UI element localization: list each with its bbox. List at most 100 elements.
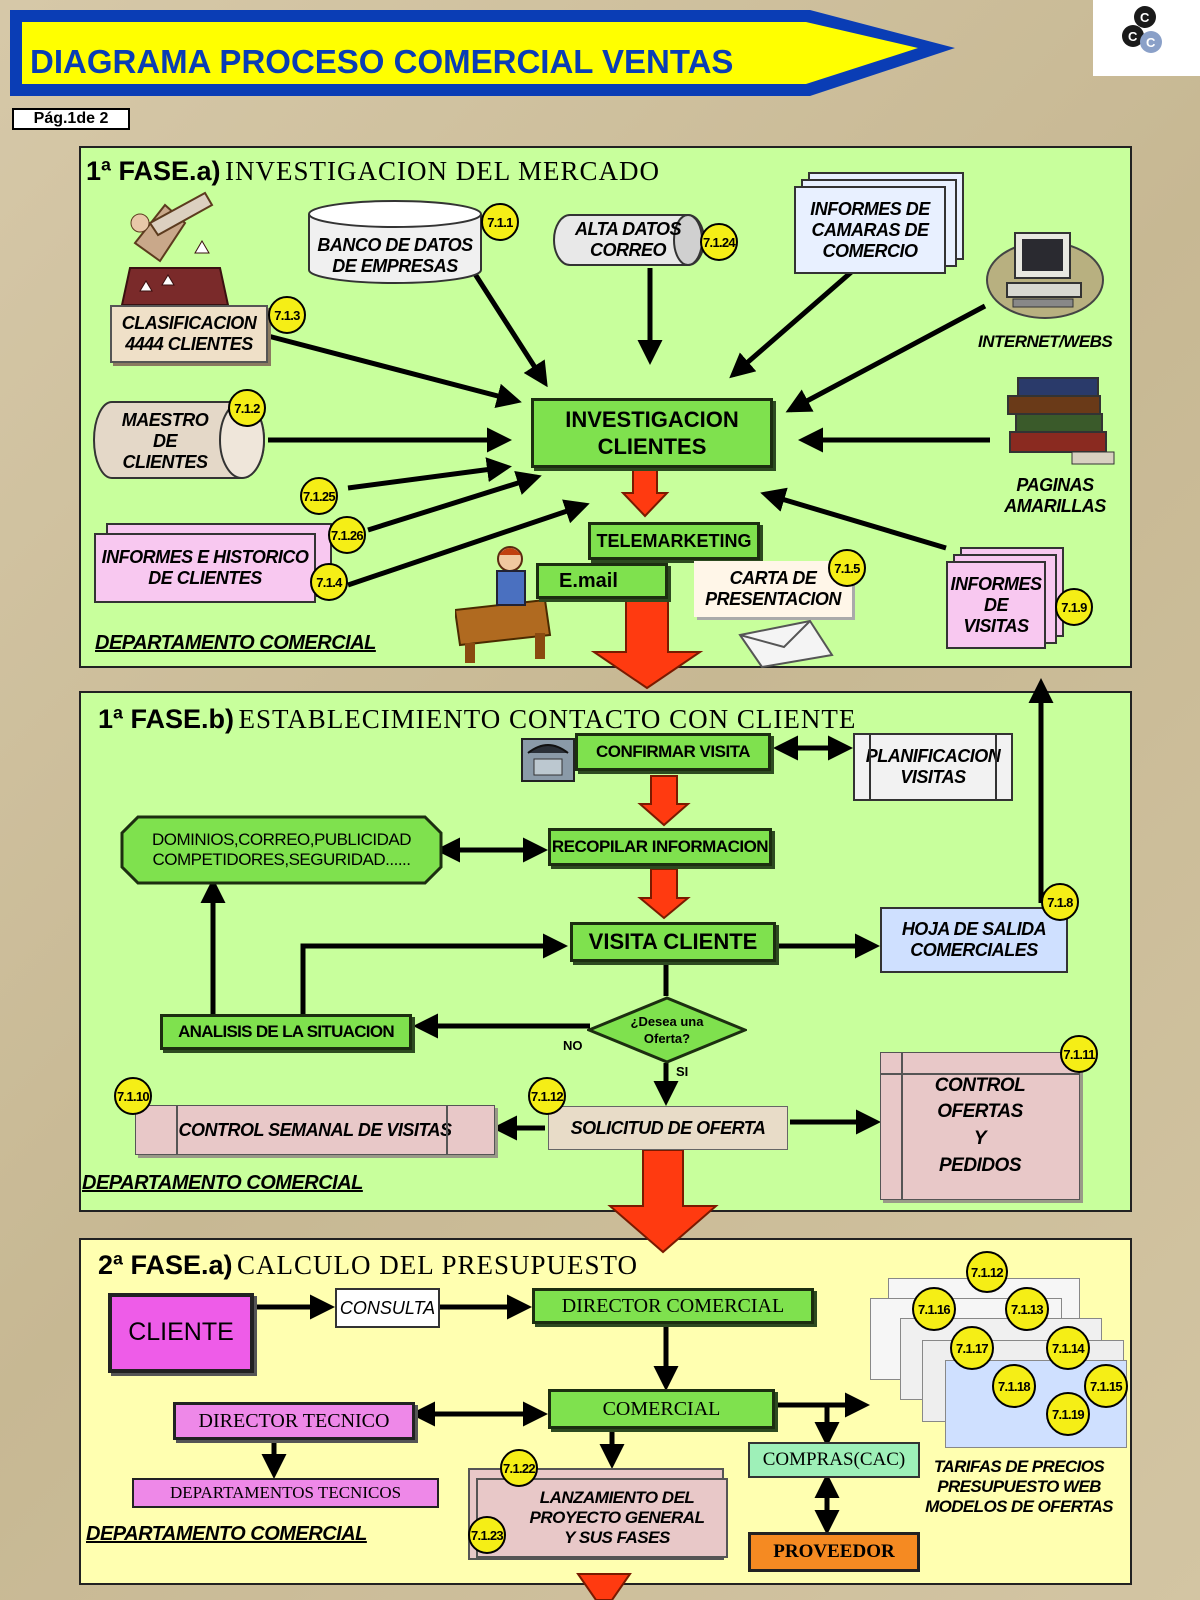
decision-label: ¿Desea una Oferta? [607,1010,727,1052]
tarifas-line2: PRESUPUESTO WEB [937,1477,1101,1496]
badge-7-1-16: 7.1.16 [912,1287,956,1331]
telemarketing-box[interactable]: TELEMARKETING [588,522,760,560]
phase-1a-title: 1ª FASE.a) INVESTIGACION DEL MERCADO [86,156,660,186]
control-ofertas-line2: OFERTAS [937,1101,1023,1123]
dominios-line1: DOMINIOS,CORREO,PUBLICIDAD [151,830,412,849]
logo: C C C [1093,0,1200,76]
maestro-line1: MAESTRO [121,409,209,430]
paginas-line1: PAGINAS [1016,475,1094,495]
badge-7-1-23: 7.1.23 [468,1516,506,1554]
visitas-line1: INFORMES [950,573,1042,594]
carta-presentacion-card: CARTA DE PRESENTACION [694,561,852,617]
title-banner: DIAGRAMA PROCESO COMERCIAL VENTAS [10,10,955,96]
department-label-2a: DEPARTAMENTO COMERCIAL [86,1523,367,1545]
banco-datos-label: BANCO DE DATOS DE EMPRESAS [305,228,485,284]
planificacion-line2: VISITAS [900,767,966,787]
investigacion-line2: CLIENTES [597,434,707,459]
badge-7-1-10: 7.1.10 [114,1077,152,1115]
badge-7-1-12-cluster: 7.1.12 [966,1251,1008,1293]
lanzamiento-line1: LANZAMIENTO DEL [539,1488,695,1507]
badge-7-1-24: 7.1.24 [700,223,738,261]
hoja-line2: COMERCIALES [910,940,1038,960]
consulta-doc: CONSULTA [335,1288,440,1328]
paginas-line2: AMARILLAS [1004,496,1106,516]
phase-2a-title: 2ª FASE.a) CALCULO DEL PRESUPUESTO [98,1250,639,1280]
dominios-line2: COMPETIDORES,SEGURIDAD...... [152,850,411,869]
badge-7-1-9: 7.1.9 [1055,588,1093,626]
control-ofertas-left-bar [901,1053,903,1199]
departamentos-tecnicos-box[interactable]: DEPARTAMENTOS TECNICOS [132,1478,439,1508]
control-ofertas-line3: Y [973,1128,987,1149]
svg-text:C: C [1140,10,1150,25]
badge-7-1-4: 7.1.4 [310,563,348,601]
banco-line1: BANCO DE DATOS [317,235,473,255]
dominios-label: DOMINIOS,CORREO,PUBLICIDAD COMPETIDORES,… [120,815,443,885]
decision-line2: Oferta? [643,1031,691,1046]
banco-line2: DE EMPRESAS [332,256,458,276]
camaras-line3: COMERCIO [822,240,919,261]
control-semanal-left-bar [176,1105,178,1155]
phase-1b-title: 1ª FASE.b) ESTABLECIMIENTO CONTACTO CON … [98,704,857,734]
informes-visitas-doc: INFORMES DE VISITAS [946,561,1046,649]
badge-7-1-15: 7.1.15 [1084,1364,1128,1408]
decision-si-label: SI [676,1064,689,1079]
director-tecnico-box[interactable]: DIRECTOR TECNICO [173,1402,415,1440]
badge-7-1-1: 7.1.1 [481,203,519,241]
analisis-situacion-box[interactable]: ANALISIS DE LA SITUACION [160,1014,412,1050]
badge-7-1-11: 7.1.11 [1060,1035,1098,1073]
phone-clipart [521,738,575,782]
comercial-box[interactable]: COMERCIAL [548,1389,775,1429]
maestro-line3: CLIENTES [122,451,208,472]
investigacion-line1: INVESTIGACION [565,406,739,432]
badge-7-1-3: 7.1.3 [268,296,306,334]
clasificacion-card: CLASIFICACION 4444 CLIENTES [110,305,268,363]
hoja-salida-doc: HOJA DE SALIDA COMERCIALES [880,907,1068,973]
planificacion-right-bar [995,735,997,799]
control-ofertas-box: CONTROL OFERTAS Y PEDIDOS [880,1052,1080,1200]
planificacion-visitas-box: PLANIFICACION VISITAS [853,733,1013,801]
confirmar-visita-box[interactable]: CONFIRMAR VISITA [575,733,771,771]
badge-7-1-18: 7.1.18 [992,1364,1036,1408]
proveedor-box[interactable]: PROVEEDOR [748,1532,920,1572]
cliente-box[interactable]: CLIENTE [108,1293,254,1373]
badge-7-1-17: 7.1.17 [950,1326,994,1370]
badge-7-1-13: 7.1.13 [1005,1287,1049,1331]
historico-line1: INFORMES E HISTORICO [101,547,309,567]
historico-line2: DE CLIENTES [148,568,262,588]
badge-7-1-8: 7.1.8 [1041,883,1079,921]
decision-diamond[interactable] [587,996,747,1064]
clasificacion-line2: 4444 CLIENTES [125,334,253,354]
control-ofertas-line1: CONTROL [934,1074,1026,1096]
books-clipart [1007,377,1115,465]
decision-line1: ¿Desea una [630,1014,704,1030]
badge-7-1-26: 7.1.26 [328,516,366,554]
alta-line1: ALTA DATOS [575,219,682,239]
camaras-line2: CAMARAS DE [811,219,929,240]
svg-text:C: C [1128,29,1138,44]
badge-7-1-2: 7.1.2 [228,389,266,427]
control-ofertas-top-bar [881,1073,1079,1075]
planificacion-line1: PLANIFICACION [865,746,1001,766]
compras-box[interactable]: COMPRAS(CAC) [748,1442,920,1478]
paginas-label: PAGINAS AMARILLAS [995,472,1115,520]
tarifas-label: TARIFAS DE PRECIOS PRESUPUESTO WEB MODEL… [912,1446,1126,1528]
recopilar-informacion-box[interactable]: RECOPILAR INFORMACION [548,828,772,866]
badge-7-1-25: 7.1.25 [300,477,338,515]
maestro-line2: DE [152,430,178,451]
informes-historico-doc: INFORMES E HISTORICO DE CLIENTES [94,533,316,603]
badge-7-1-19: 7.1.19 [1046,1392,1090,1436]
control-semanal-right-bar [446,1105,448,1155]
lanzamiento-line3: Y SUS FASES [564,1528,670,1547]
solicitud-oferta-box[interactable]: SOLICITUD DE OFERTA [548,1106,788,1150]
carta-line2: PRESENTACION [705,589,841,609]
email-box[interactable]: E.mail [536,563,668,599]
visita-cliente-box[interactable]: VISITA CLIENTE [570,922,776,962]
banco-datos-cylinder [308,200,482,284]
investigacion-clientes-box[interactable]: INVESTIGACION CLIENTES [531,398,773,468]
lanzamiento-doc: LANZAMIENTO DEL PROYECTO GENERAL Y SUS F… [476,1478,728,1558]
badge-7-1-12-solicitud: 7.1.12 [528,1077,566,1115]
director-comercial-box[interactable]: DIRECTOR COMERCIAL [532,1288,814,1324]
visitas-line2: DE [983,594,1009,615]
department-label-1a: DEPARTAMENTO COMERCIAL [95,632,376,654]
tarifas-line3: MODELOS DE OFERTAS [925,1497,1113,1516]
